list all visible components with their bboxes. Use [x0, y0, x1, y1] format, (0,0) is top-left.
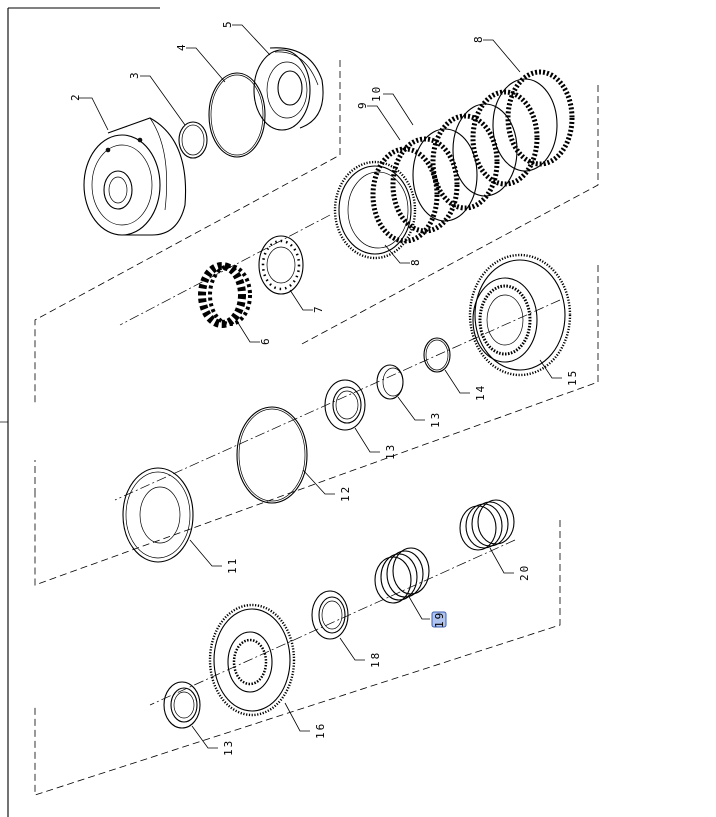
callout-19: 19	[433, 611, 446, 628]
callout-6: 6	[259, 336, 272, 345]
callout-labels: 2 3 4 5 8 10 9 8 6 7 15 14 13 13 12 11 2…	[69, 19, 579, 756]
part-4-snap-ring	[208, 72, 266, 158]
frame	[0, 7, 160, 817]
callout-18: 18	[369, 651, 382, 668]
callout-3: 3	[128, 70, 141, 79]
callout-10: 10	[370, 85, 383, 102]
part-18-bearing	[311, 590, 349, 640]
callout-2: 2	[69, 92, 82, 101]
part-16-gear	[468, 253, 572, 377]
callout-8-top: 8	[472, 34, 485, 43]
callout-20: 20	[518, 564, 531, 581]
callout-17: 16	[314, 722, 327, 739]
callout-14: 13	[429, 411, 442, 428]
clutch-pack	[333, 69, 575, 260]
callout-11: 11	[226, 557, 239, 574]
part-11-plate	[122, 467, 194, 563]
callout-8-bottom: 8	[409, 257, 422, 266]
callout-13-bottom: 13	[222, 739, 235, 756]
callout-5: 5	[221, 19, 234, 28]
leader-lines	[78, 24, 562, 749]
part-15-ring	[423, 337, 451, 373]
part-17-gear	[208, 603, 296, 717]
part-7-thrust-plate	[258, 235, 304, 295]
part-2-housing	[83, 117, 187, 236]
part-20-spring	[459, 499, 515, 551]
callout-16: 15	[566, 369, 579, 386]
part-14-bushing	[376, 364, 404, 400]
part-6-spring-cage	[198, 262, 252, 328]
part-3-ring	[178, 121, 208, 159]
callout-4: 4	[175, 42, 188, 51]
part-12-snap-ring	[236, 406, 308, 504]
part-5-piston	[253, 47, 324, 131]
callout-9-top: 9	[356, 100, 369, 109]
part-13-bearing-upper	[324, 379, 366, 431]
part-19-spring	[374, 547, 430, 604]
group-outlines	[34, 60, 599, 796]
part-13-bearing-lower	[163, 681, 201, 729]
callout-13-top: 13	[384, 443, 397, 460]
callout-15: 14	[474, 384, 487, 401]
callout-7: 7	[312, 304, 325, 313]
callout-19-highlight	[431, 611, 447, 628]
callout-12: 12	[339, 485, 352, 502]
